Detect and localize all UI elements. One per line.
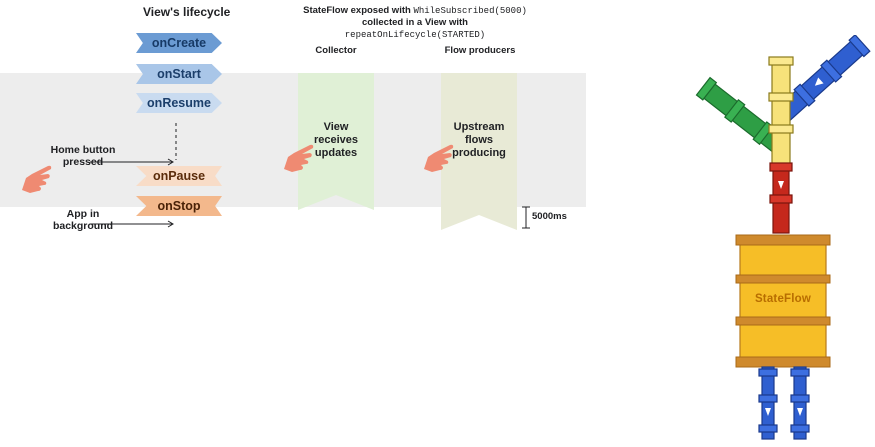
pipe-icon — [790, 366, 810, 440]
collector-body: View receives updates — [298, 121, 374, 160]
arrow-right-icon — [90, 158, 174, 166]
producers-body-line: Upstream — [453, 121, 505, 133]
producers-body: Upstream flows producing — [441, 121, 517, 160]
home-button-label: Home button pressed — [40, 144, 126, 168]
diagram-title-line-1: StateFlow exposed with WhileSubscribed(5… — [300, 5, 530, 17]
diagram-title: StateFlow exposed with WhileSubscribed(5… — [300, 5, 530, 41]
lifecycle-state-onstart: onStart — [136, 64, 222, 84]
title-text-2: collected in a View with — [362, 17, 468, 28]
pointing-hand-icon — [22, 165, 52, 193]
collector-body-line: updates — [314, 147, 358, 159]
collector-body-line: receives — [313, 134, 359, 146]
background-label-line: App in — [66, 208, 100, 220]
stateflow-barrel-label: StateFlow — [754, 293, 812, 305]
pipe-icon — [769, 162, 793, 234]
collector-body-line: View — [323, 121, 349, 133]
pipe-icon — [758, 366, 778, 440]
background-label: App in background — [40, 208, 126, 232]
lifecycle-title: View's lifecycle — [143, 5, 231, 19]
home-label-line: pressed — [62, 156, 104, 168]
lifecycle-state-onpause: onPause — [136, 166, 222, 186]
pointing-hand-icon — [284, 144, 314, 172]
arrow-right-icon — [90, 220, 174, 228]
pointing-hand-icon — [424, 144, 454, 172]
background-label-line: background — [52, 220, 114, 232]
pipe-icon — [776, 35, 871, 122]
producers-body-line: flows — [464, 134, 494, 146]
collector-header: Collector — [315, 45, 357, 56]
producers-header: Flow producers — [444, 45, 516, 56]
lifecycle-state-oncreate: onCreate — [136, 33, 222, 53]
title-code-1: WhileSubscribed(5000) — [413, 6, 527, 16]
producers-column — [441, 73, 517, 230]
collector-column-shape — [298, 73, 374, 210]
barrel-icon — [735, 234, 831, 368]
producers-body-line: producing — [452, 147, 506, 159]
title-code-2: repeatOnLifecycle(STARTED) — [344, 30, 486, 40]
lifecycle-state-onstop: onStop — [136, 196, 222, 216]
scale-bracket — [522, 206, 530, 229]
diagram-title-line-2: collected in a View with repeatOnLifecyc… — [300, 17, 530, 41]
scale-label: 5000ms — [532, 211, 567, 222]
title-text-1: StateFlow exposed with — [303, 5, 414, 16]
home-label-line: Home button — [50, 144, 116, 156]
lifecycle-state-onresume: onResume — [136, 93, 222, 113]
pipe-icon — [768, 56, 794, 166]
stateflow-illustration — [695, 35, 871, 440]
collector-column — [298, 73, 374, 210]
producers-column-shape — [441, 73, 517, 230]
